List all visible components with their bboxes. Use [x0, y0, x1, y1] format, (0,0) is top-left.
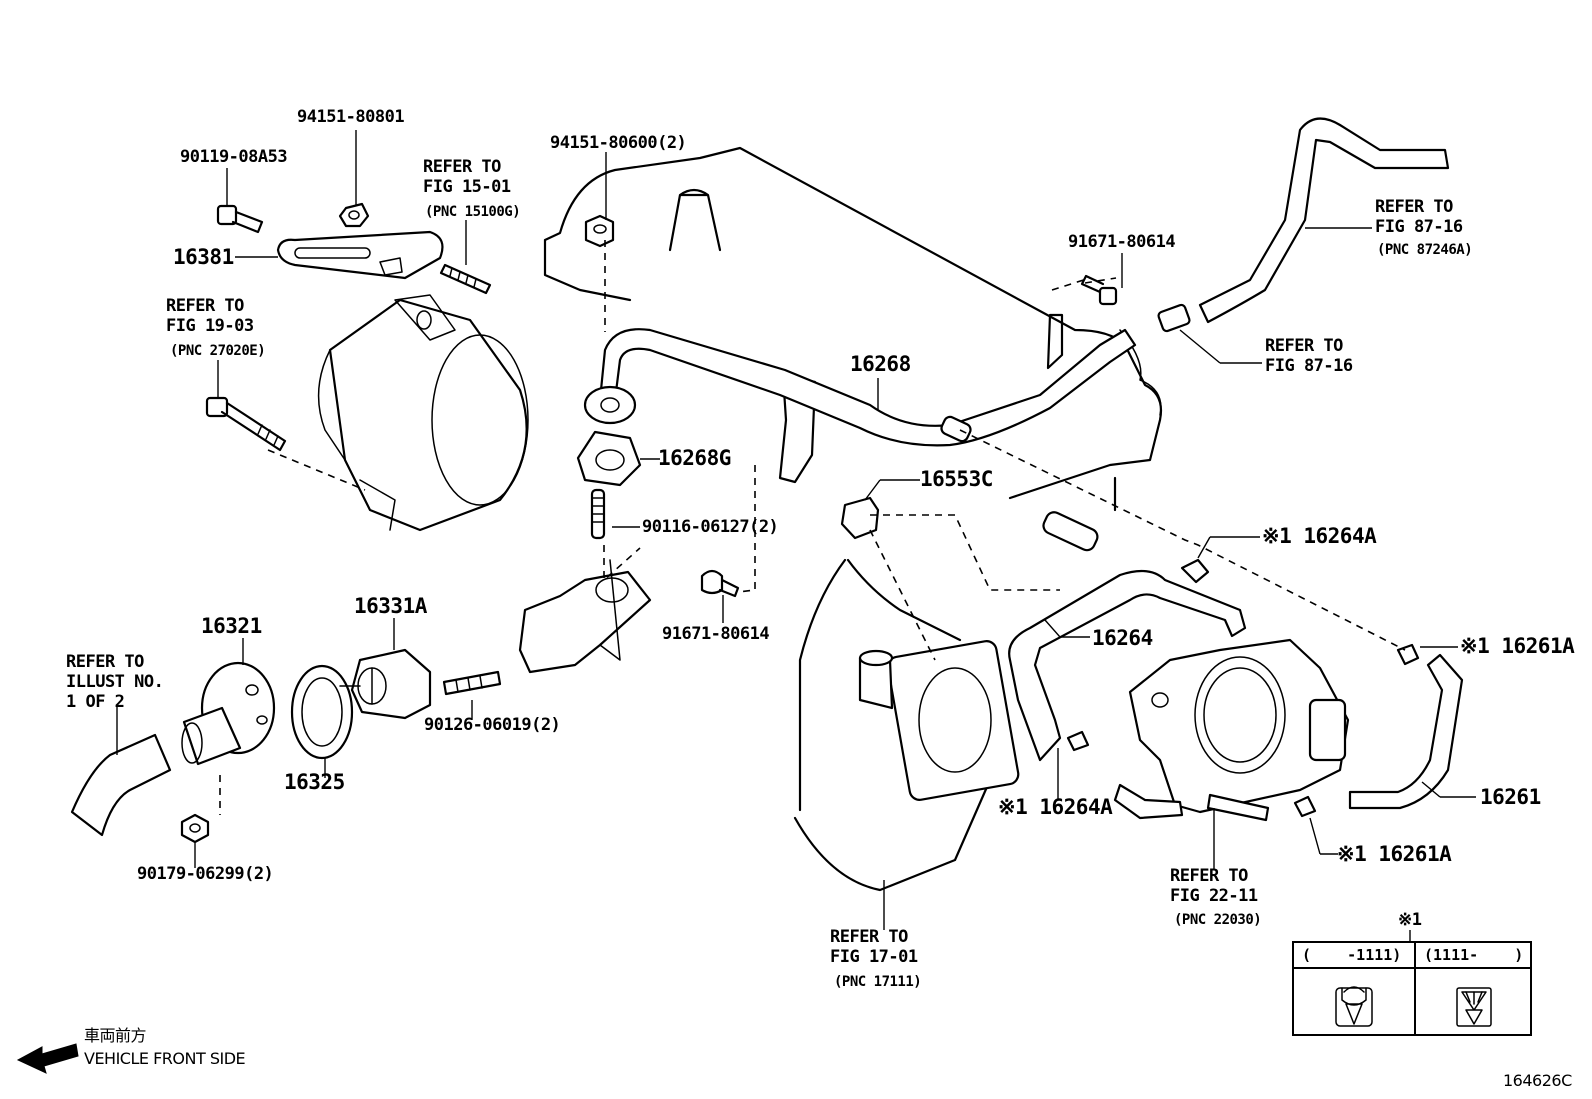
manifold-bracket [1046, 313, 1064, 370]
label-90116-06127: 90116-06127(2) [642, 517, 779, 537]
label-16264a-bottom: ※1 16264A [998, 795, 1113, 819]
water-bypass-pipe [598, 328, 1137, 447]
label-16331a: 16331A [354, 594, 427, 618]
clamp-16264a-bot [1066, 730, 1090, 752]
label-91671-80614-top: 91671-80614 [1068, 232, 1176, 252]
nut-94151-80801 [338, 202, 370, 228]
direction-en: VEHICLE FRONT SIDE [84, 1049, 246, 1068]
label-16381: 16381 [173, 245, 234, 269]
water-outlet [518, 559, 652, 674]
label-16268g: 16268G [658, 446, 731, 470]
figure-code: 164626C [1503, 1071, 1572, 1090]
label-refer-fig-15-01: REFER TO FIG 15-01 [423, 157, 511, 197]
clip-type-b-icon [1456, 987, 1492, 1027]
hose-16261 [1348, 653, 1464, 810]
label-91671-80614-bottom: 91671-80614 [662, 624, 770, 644]
label-pnc-87246a: (PNC 87246A) [1377, 242, 1473, 258]
label-16261a-top: ※1 16261A [1460, 634, 1575, 658]
note-col-1: ( -1111) [1302, 946, 1402, 964]
label-refer-fig-87-16-a: REFER TO FIG 87-16 [1375, 197, 1463, 237]
label-90126-06019: 90126-06019(2) [424, 715, 561, 735]
label-refer-fig-22-11: REFER TO FIG 22-11 [1170, 866, 1258, 906]
label-16325: 16325 [284, 770, 345, 794]
stud-90116 [590, 488, 606, 540]
alternator-bracket [276, 230, 444, 280]
alternator [317, 294, 529, 532]
label-refer-illust: REFER TO ILLUST NO. 1 OF 2 [66, 652, 164, 712]
label-16261: 16261 [1480, 785, 1541, 809]
bolt-90119 [216, 204, 264, 234]
stud-90126 [442, 670, 502, 696]
gasket-16268g [576, 430, 642, 487]
label-16261a-bottom: ※1 16261A [1337, 842, 1452, 866]
label-pnc-22030: (PNC 22030) [1174, 912, 1262, 928]
label-90179-06299: 90179-06299(2) [137, 864, 274, 884]
hose-16264 [1008, 569, 1247, 762]
bolt-refer-1903 [205, 396, 287, 452]
label-16264a-top: ※1 16264A [1262, 524, 1377, 548]
front-arrow-icon [16, 1043, 79, 1074]
label-90119-08a53: 90119-08A53 [180, 147, 288, 167]
label-pnc-27020e: (PNC 27020E) [170, 343, 266, 359]
note-table: ( -1111) (1111- ) [1292, 941, 1532, 1036]
bolt-91671-top [1080, 274, 1118, 306]
clip-type-a-icon [1335, 986, 1373, 1027]
thermostat-16331a [339, 648, 432, 720]
hose-clamp-16553c [840, 496, 880, 540]
clamp-16261a-bot [1293, 795, 1317, 818]
intake-manifold-outline [543, 146, 1163, 500]
nut-90179 [180, 813, 210, 844]
label-pnc-15100g: (PNC 15100G) [425, 204, 521, 220]
label-94151-80801: 94151-80801 [297, 107, 405, 127]
bolt-91671-bottom [700, 569, 740, 598]
nut-94151-80600 [584, 214, 615, 248]
direction-jp: 車両前方 [84, 1026, 147, 1045]
clamp-16264a-top [1180, 558, 1210, 584]
thermostat-gasket-16325 [290, 664, 354, 760]
throttle-body [1113, 638, 1350, 822]
note-col-2: (1111- ) [1424, 946, 1524, 964]
label-refer-fig-87-16-b: REFER TO FIG 87-16 [1265, 336, 1353, 376]
label-16268: 16268 [850, 352, 911, 376]
label-refer-fig-19-03: REFER TO FIG 19-03 [166, 296, 254, 336]
label-16553c: 16553C [920, 467, 993, 491]
thermostat-cover [181, 661, 276, 766]
radiator-hose [70, 733, 172, 837]
label-refer-fig-17-01: REFER TO FIG 17-01 [830, 927, 918, 967]
note-mark: ※1 [1398, 910, 1422, 930]
label-pnc-17111: (PNC 17111) [834, 974, 922, 990]
label-94151-80600: 94151-80600(2) [550, 133, 687, 153]
upper-hose [1198, 117, 1450, 324]
label-16264: 16264 [1092, 626, 1153, 650]
stud-refer-1501 [439, 263, 492, 295]
label-16321: 16321 [201, 614, 262, 638]
clamp-16261a-top [1396, 643, 1420, 666]
pipe-flange [583, 385, 637, 425]
intake-port [793, 558, 1020, 892]
throttle-stub [668, 188, 722, 252]
